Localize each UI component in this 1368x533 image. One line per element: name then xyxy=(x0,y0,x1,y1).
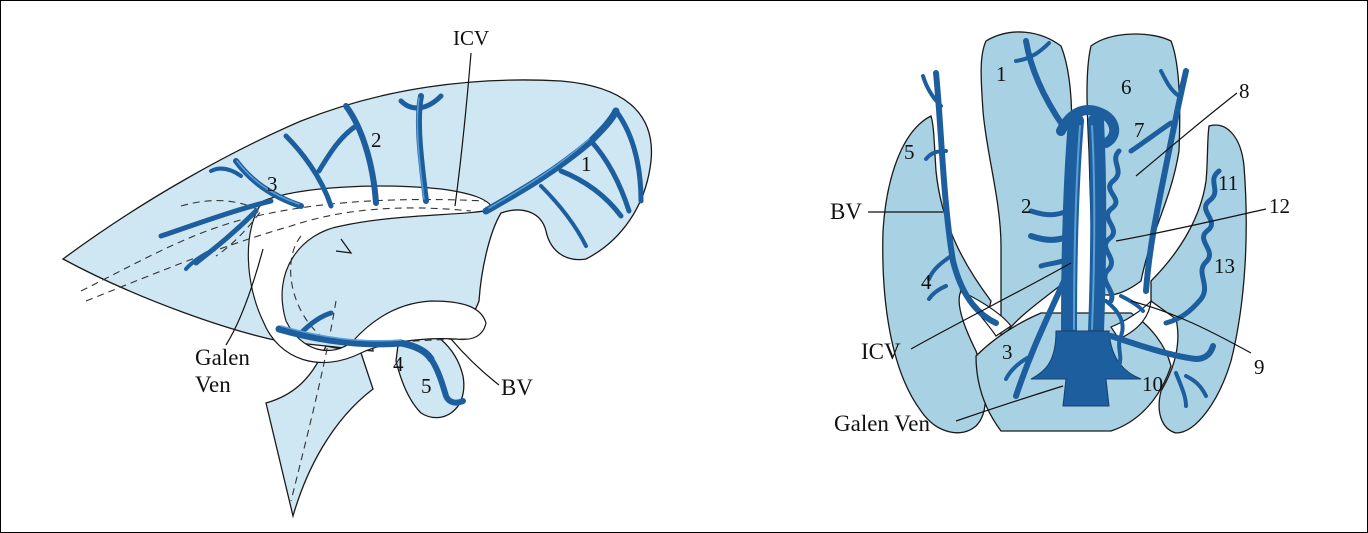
right-outer-left-lobe xyxy=(883,116,991,433)
left-label-galen-line2: Ven xyxy=(195,372,231,397)
right-panel-top-view: 1 2 3 4 5 6 7 8 9 10 11 12 13 BV ICV Gal… xyxy=(830,32,1290,436)
left-label-3: 3 xyxy=(267,172,278,196)
left-panel-lateral-view: ICV 1 2 3 4 5 Galen Ven BV xyxy=(63,26,651,516)
right-label-icv: ICV xyxy=(861,339,901,364)
right-label-5: 5 xyxy=(904,140,915,164)
left-label-5: 5 xyxy=(421,374,432,398)
left-label-1: 1 xyxy=(581,152,592,176)
right-label-3: 3 xyxy=(1002,340,1013,364)
right-label-galen: Galen Ven xyxy=(834,411,931,436)
right-label-7: 7 xyxy=(1134,118,1145,142)
right-label-12: 12 xyxy=(1269,194,1290,218)
right-label-2: 2 xyxy=(1021,194,1032,218)
left-label-2: 2 xyxy=(371,128,382,152)
right-label-1: 1 xyxy=(996,62,1007,86)
left-label-bv: BV xyxy=(501,375,533,400)
right-label-9: 9 xyxy=(1254,355,1265,379)
right-label-8: 8 xyxy=(1239,79,1250,103)
right-label-10: 10 xyxy=(1142,372,1163,396)
right-label-11: 11 xyxy=(1218,171,1238,195)
left-label-galen-line1: Galen xyxy=(195,345,250,370)
left-label-icv: ICV xyxy=(453,26,489,50)
right-label-4: 4 xyxy=(921,270,932,294)
right-label-bv: BV xyxy=(830,199,862,224)
left-label-4: 4 xyxy=(393,352,404,376)
right-label-13: 13 xyxy=(1214,254,1235,278)
right-label-6: 6 xyxy=(1121,75,1132,99)
left-brainstem xyxy=(266,346,373,516)
